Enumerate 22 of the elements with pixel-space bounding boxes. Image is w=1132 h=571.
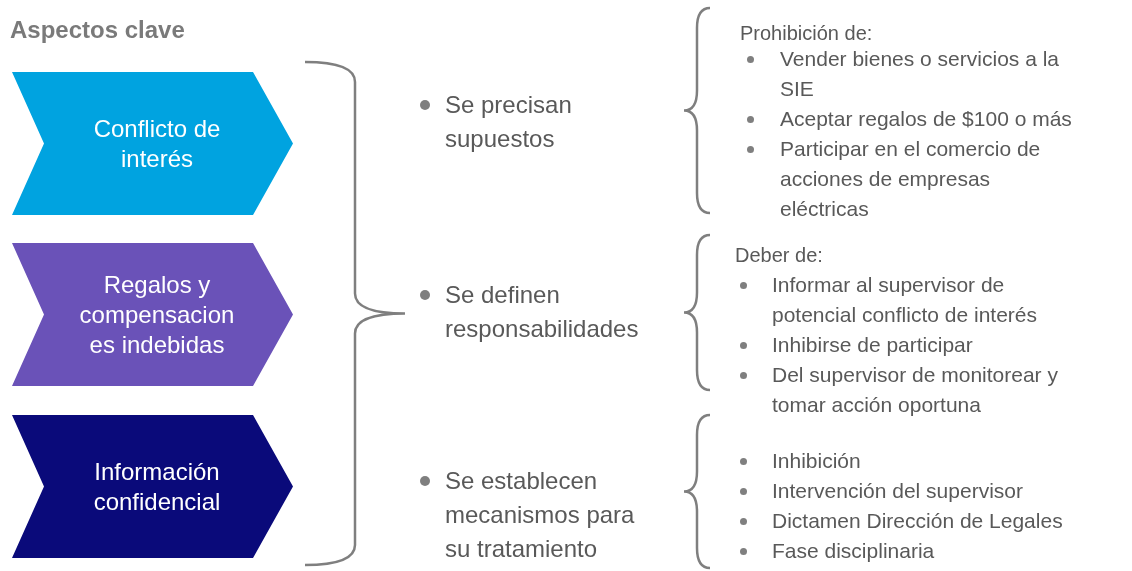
- bullet-text: Del supervisor de monitorear y tomar acción oportuna: [772, 362, 1059, 418]
- bullet-text: Intervención del supervisor: [772, 478, 1024, 504]
- bullet-text: Se establecen mecanismos para su tratamiento: [445, 466, 636, 564]
- bullet-text: Dictamen Dirección de Legales: [772, 508, 1064, 534]
- list-heading: Prohibición de:: [740, 21, 874, 46]
- bullet-text: Fase disciplinaria: [772, 538, 936, 564]
- bullet-text: Vender bienes o servicios a la SIE: [780, 46, 1060, 102]
- title: Aspectos clave: [10, 16, 185, 44]
- bullet-text: Informar al supervisor de potencial conflicto de interés: [772, 272, 1038, 328]
- chevron-label: Información confidencial: [92, 456, 222, 517]
- bullet-text: Se definen responsabilidades: [445, 280, 640, 344]
- chevron-banner: [12, 415, 293, 558]
- bullet-text: Participar en el comercio de acciones de empresas eléctricas: [780, 136, 1042, 222]
- bullet-text: Aceptar regalos de $100 o más: [780, 106, 1073, 132]
- chevron-banner: [12, 72, 293, 215]
- chevron-banner: [12, 243, 293, 386]
- bullet-text: Se precisan supuestos: [445, 90, 573, 154]
- chevron-label: Regalos y compensacion es indebidas: [78, 269, 236, 360]
- bullet-text: Inhibición: [772, 448, 862, 474]
- list-heading: Deber de:: [735, 243, 824, 268]
- chevron-label: Conflicto de interés: [92, 113, 222, 174]
- bullet-text: Inhibirse de participar: [772, 332, 974, 358]
